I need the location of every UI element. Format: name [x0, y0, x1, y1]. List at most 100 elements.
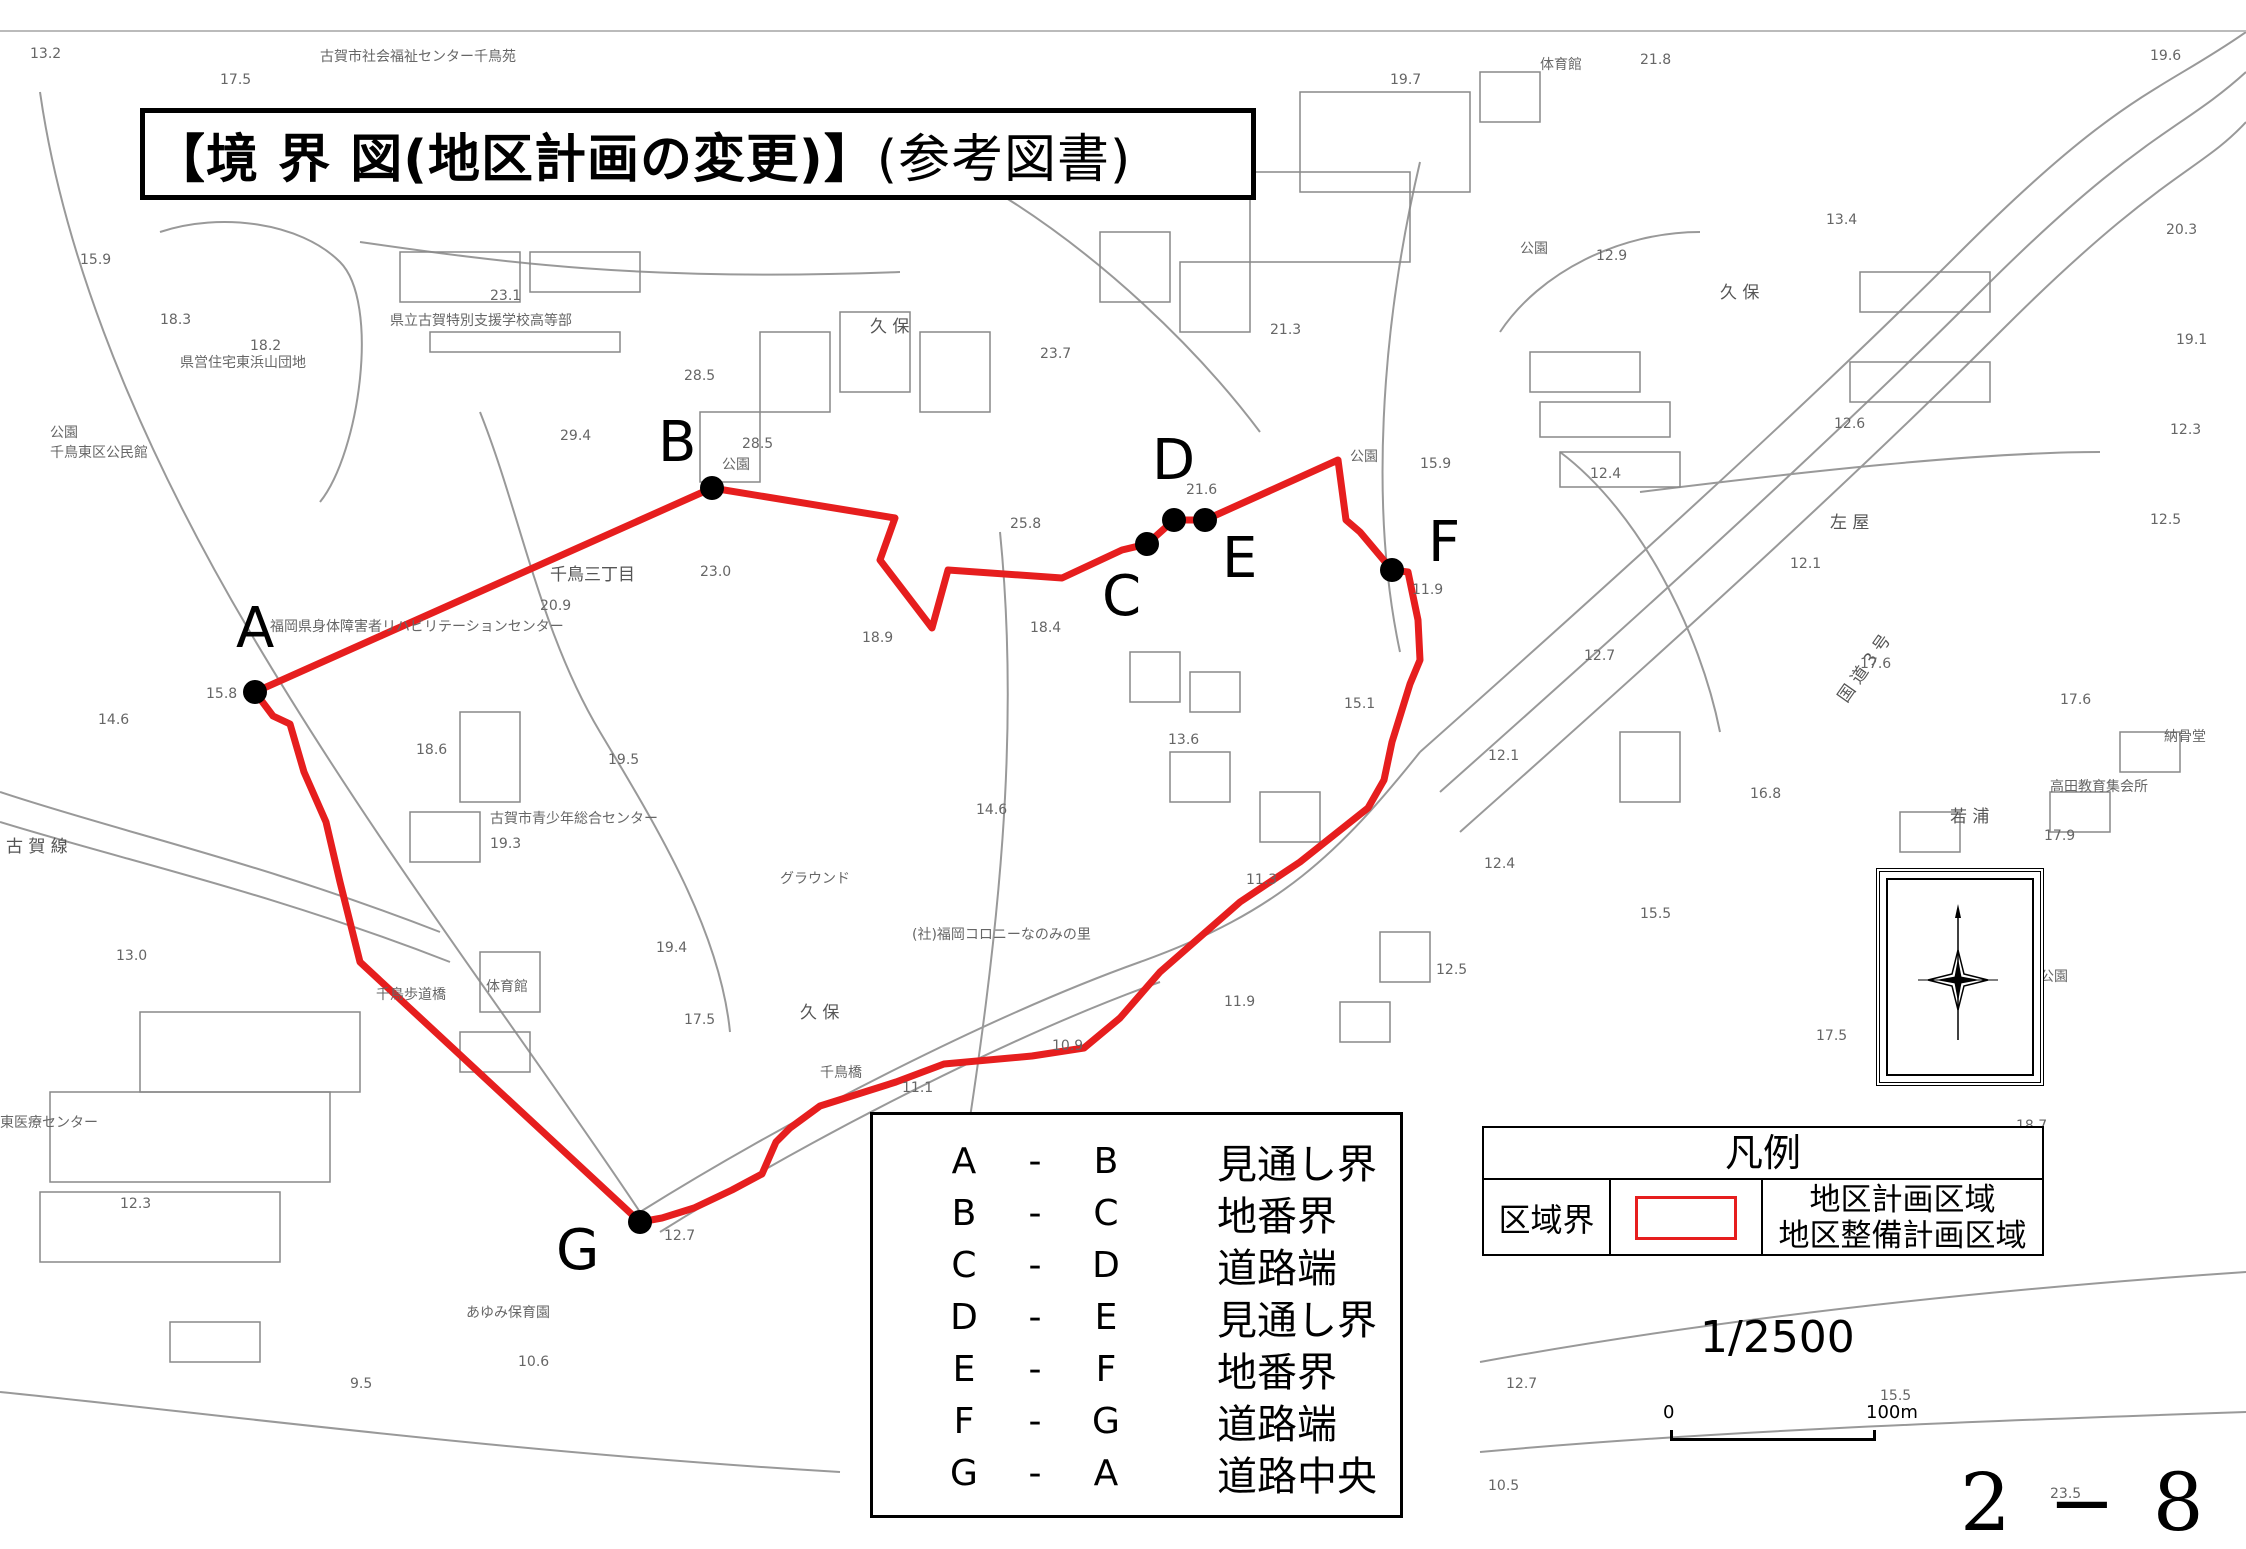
elev-20-9: 20.9	[540, 598, 572, 614]
elev-17-6: 17.6	[1860, 656, 1892, 672]
elev-12-4b: 12.4	[1484, 856, 1516, 872]
elev-23-0: 23.0	[700, 564, 732, 580]
legend-desc-district-plan: 地区計画区域	[1809, 1182, 1996, 1218]
elev-15-8: 15.8	[206, 686, 238, 702]
label-youth-center: 古賀市青少年総合センター	[490, 811, 658, 827]
elev-15-5b: 15.5	[1880, 1388, 1912, 1404]
legend: 凡例 区域界 地区計画区域 地区整備計画区域	[1482, 1126, 2044, 1256]
label-school: 県立古賀特別支援学校高等部	[390, 313, 572, 329]
label-chidori-3: 千鳥三丁目	[550, 565, 635, 585]
point-e-marker	[1193, 508, 1217, 532]
elev-19-3: 19.3	[490, 836, 522, 852]
elev-18-2: 18.2	[250, 338, 282, 354]
segment-to: A	[1093, 1452, 1119, 1494]
label-noukotsu: 納骨堂	[2164, 729, 2206, 745]
label-chidori-bridge: 千鳥歩道橋	[376, 987, 446, 1003]
elev-21-3: 21.3	[1270, 322, 1302, 338]
label-kubo-1: 久 保	[800, 1003, 840, 1023]
segment-from: G	[950, 1452, 978, 1494]
map-title-main: 【境 界 図(地区計画の変更)】	[153, 129, 877, 190]
legend-title: 凡例	[1484, 1128, 2042, 1180]
elev-13-4: 13.4	[1826, 212, 1858, 228]
elev-18-6: 18.6	[416, 742, 448, 758]
segment-type: 道路端	[1217, 1402, 1337, 1448]
label-housing: 県営住宅東浜山団地	[180, 355, 306, 371]
elev-12-3b: 12.3	[120, 1196, 152, 1212]
segment-to: E	[1094, 1296, 1118, 1338]
elev-14-6: 14.6	[98, 712, 130, 728]
segment-to: F	[1095, 1348, 1117, 1390]
elev-19-1: 19.1	[2176, 332, 2208, 348]
elev-9-5: 9.5	[350, 1376, 373, 1392]
point-g-marker	[628, 1210, 652, 1234]
segment-type: 道路端	[1217, 1246, 1337, 1292]
elev-11-1: 11.1	[902, 1080, 934, 1096]
segment-type: 道路中央	[1217, 1454, 1377, 1500]
elev-12-7c: 12.7	[1506, 1376, 1538, 1392]
segment-to: G	[1092, 1400, 1120, 1442]
elev-11-9b: 11.9	[1224, 994, 1256, 1010]
buildings	[39, 71, 2181, 1363]
point-b-label: B	[658, 410, 697, 475]
segment-from: B	[951, 1192, 977, 1234]
elev-12-1: 12.1	[1488, 748, 1520, 764]
elev-29-4: 29.4	[560, 428, 592, 444]
segment-from: A	[951, 1140, 977, 1182]
segment-row: C - D 道路端	[873, 1239, 1400, 1293]
segment-dash: -	[1028, 1400, 1042, 1442]
segment-to: C	[1093, 1192, 1119, 1234]
label-medical-center: 東医療センター	[0, 1115, 98, 1131]
elev-17-9: 17.9	[2044, 828, 2076, 844]
point-c-label: C	[1102, 564, 1142, 629]
elev-19-5: 19.5	[608, 752, 640, 768]
point-c-marker	[1135, 532, 1159, 556]
elev-23-5: 23.5	[2050, 1486, 2082, 1502]
boundary-points	[243, 476, 1404, 1234]
point-e-label: E	[1222, 526, 1258, 591]
label-kubo-2: 久 保	[870, 317, 910, 337]
elev-12-7b: 12.7	[664, 1228, 696, 1244]
label-welfare-center: 古賀市社会福祉センター千鳥苑	[320, 49, 516, 65]
segment-dash: -	[1028, 1192, 1042, 1234]
scale-bar	[1670, 1430, 1876, 1441]
segment-from: E	[952, 1348, 976, 1390]
legend-swatch-cell	[1611, 1180, 1763, 1256]
elev-10-6: 10.6	[518, 1354, 550, 1370]
label-community-hall: 千鳥東区公民館	[50, 445, 148, 461]
elev-18-3: 18.3	[160, 312, 192, 328]
elev-18-9: 18.9	[862, 630, 894, 646]
label-park-3: 公園	[1520, 241, 1548, 257]
elev-19-7: 19.7	[1390, 72, 1422, 88]
segment-from: D	[950, 1296, 978, 1338]
label-ground: グラウンド	[780, 871, 850, 887]
elev-13-2: 13.2	[30, 46, 62, 62]
elev-11-9: 11.9	[1412, 582, 1444, 598]
elev-21-8: 21.8	[1640, 52, 1672, 68]
label-rehab-center: 福岡県身体障害者リハビリテーションセンター	[270, 619, 564, 635]
north-arrow-frame	[1876, 868, 2044, 1086]
elev-12-9: 12.9	[1596, 248, 1628, 264]
segment-dash: -	[1028, 1140, 1042, 1182]
legend-row: 区域界 地区計画区域 地区整備計画区域	[1484, 1180, 2042, 1256]
map-title-sub: (参考図書)	[876, 129, 1132, 190]
elev-17-5b: 17.5	[684, 1012, 716, 1028]
label-takada: 高田教育集会所	[2050, 779, 2148, 795]
elev-12-7: 12.7	[1584, 648, 1616, 664]
elev-15-1: 15.1	[1344, 696, 1376, 712]
segment-row: G - A 道路中央	[873, 1447, 1400, 1501]
elev-20-3: 20.3	[2166, 222, 2198, 238]
elev-19-6: 19.6	[2150, 48, 2182, 64]
segment-row: D - E 見通し界	[873, 1291, 1400, 1345]
segment-dash: -	[1028, 1348, 1042, 1390]
legend-description: 地区計画区域 地区整備計画区域	[1763, 1180, 2042, 1256]
point-f-marker	[1380, 558, 1404, 582]
label-koga-line: 古 賀 線	[6, 837, 68, 857]
boundary-line-swatch-icon	[1635, 1196, 1737, 1240]
elev-12-5: 12.5	[2150, 512, 2182, 528]
scale-end-label: 100m	[1866, 1402, 1918, 1423]
segment-dash: -	[1028, 1296, 1042, 1338]
segment-type: 見通し界	[1217, 1298, 1377, 1344]
elev-15-5: 15.5	[1640, 906, 1672, 922]
base-map	[0, 32, 2246, 1473]
label-park-5: 公園	[2040, 969, 2068, 985]
